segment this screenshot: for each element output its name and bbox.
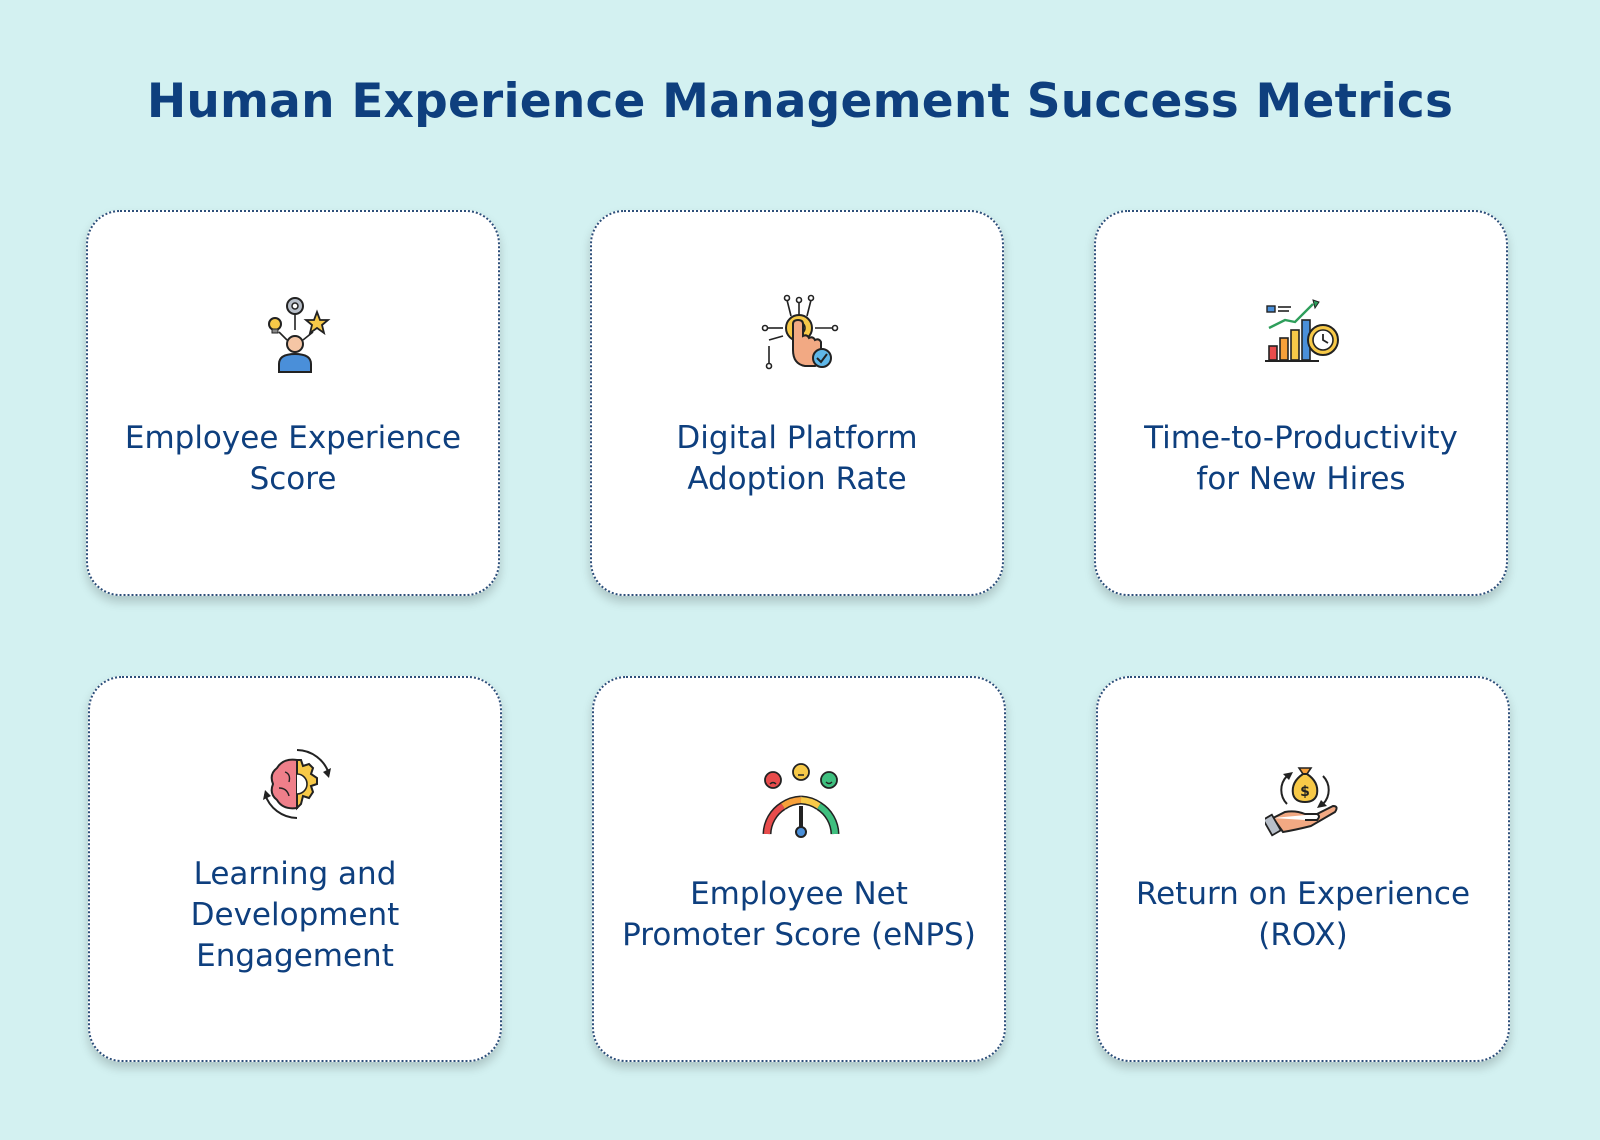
metric-card-time-to-productivity: Time-to-Productivity for New Hires xyxy=(1094,210,1508,596)
growth-chart-clock-icon xyxy=(1263,294,1343,374)
metric-card-learning-development-engagement: Learning and Development Engagement xyxy=(88,676,502,1062)
metric-card-employee-net-promoter-score: Employee Net Promoter Score (eNPS) xyxy=(592,676,1006,1062)
metric-label-line: Engagement xyxy=(196,938,394,974)
metric-card-digital-platform-adoption-rate: Digital Platform Adoption Rate xyxy=(590,210,1004,596)
metric-label-line: Development xyxy=(190,897,400,933)
metric-label-line: Adoption Rate xyxy=(687,461,907,497)
metric-label-line: Learning and xyxy=(193,856,397,892)
page-title: Human Experience Management Success Metr… xyxy=(146,74,1454,129)
metric-label-line: Promoter Score (eNPS) xyxy=(622,917,976,953)
metric-label-line: Score xyxy=(249,461,337,497)
metric-label-line: Employee Experience xyxy=(124,420,462,456)
employee-ideas-icon xyxy=(255,294,335,374)
metric-label-line: Employee Net xyxy=(690,876,908,912)
metric-label-line: (ROX) xyxy=(1258,917,1348,953)
hand-money-bag-icon: $ xyxy=(1265,760,1345,840)
brain-gear-cycle-icon xyxy=(257,744,337,824)
metric-label-line: for New Hires xyxy=(1196,461,1406,497)
svg-text:$: $ xyxy=(1300,784,1310,800)
metric-label-line: Time-to-Productivity xyxy=(1144,420,1458,456)
metric-label-line: Digital Platform xyxy=(676,420,918,456)
metric-card-return-on-experience: $ Return on Experience (ROX) xyxy=(1096,676,1510,1062)
digital-platform-touch-icon xyxy=(759,294,839,374)
metric-card-employee-experience-score: Employee Experience Score xyxy=(86,210,500,596)
metric-label-line: Return on Experience xyxy=(1135,876,1471,912)
satisfaction-gauge-icon xyxy=(761,762,841,842)
